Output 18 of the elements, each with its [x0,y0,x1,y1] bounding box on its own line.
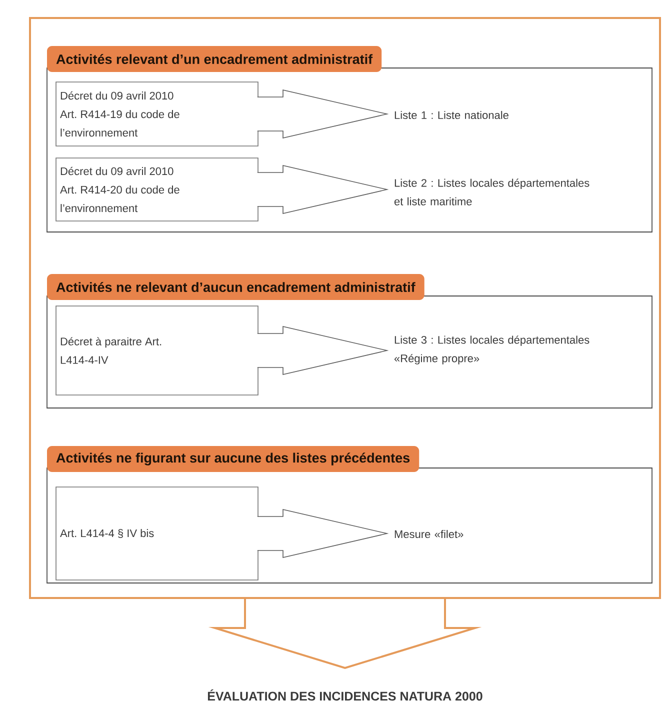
outer-frame [29,17,661,599]
list-label: Liste 3 : Listes locales départementales «Régime propre» [394,336,590,364]
legal-reference-box: Décret du 09 avril 2010 Art. R414-20 du code de l’environnement [56,158,258,222]
section-tab: Activités ne figurant sur aucune des listes précédentes [47,446,420,472]
section-tab: Activités relevant d’un encadrement administratif [47,46,382,72]
legal-reference-box: Art. L414-4 § IV bis [56,486,258,580]
block-arrow [257,90,389,138]
legal-reference-box: Décret du 09 avril 2010 Art. R414-19 du code de l’environnement [56,82,258,146]
block-arrow [257,509,389,558]
conclusion-text: ÉVALUATION DES INCIDENCES NATURA 2000 [208,689,482,701]
block-arrow [208,598,482,670]
block-arrow [257,326,389,375]
legal-reference-box: Décret à paraitre Art. L414-4-IV [56,306,258,396]
list-label: Mesure «filet» [394,530,464,538]
list-label: Liste 1 : Liste nationale [394,110,508,120]
list-label: Liste 2 : Listes locales départementales et liste maritime [394,178,590,206]
block-arrow [257,165,389,214]
section-tab: Activités ne relevant d’aucun encadrement administratif [47,274,424,300]
